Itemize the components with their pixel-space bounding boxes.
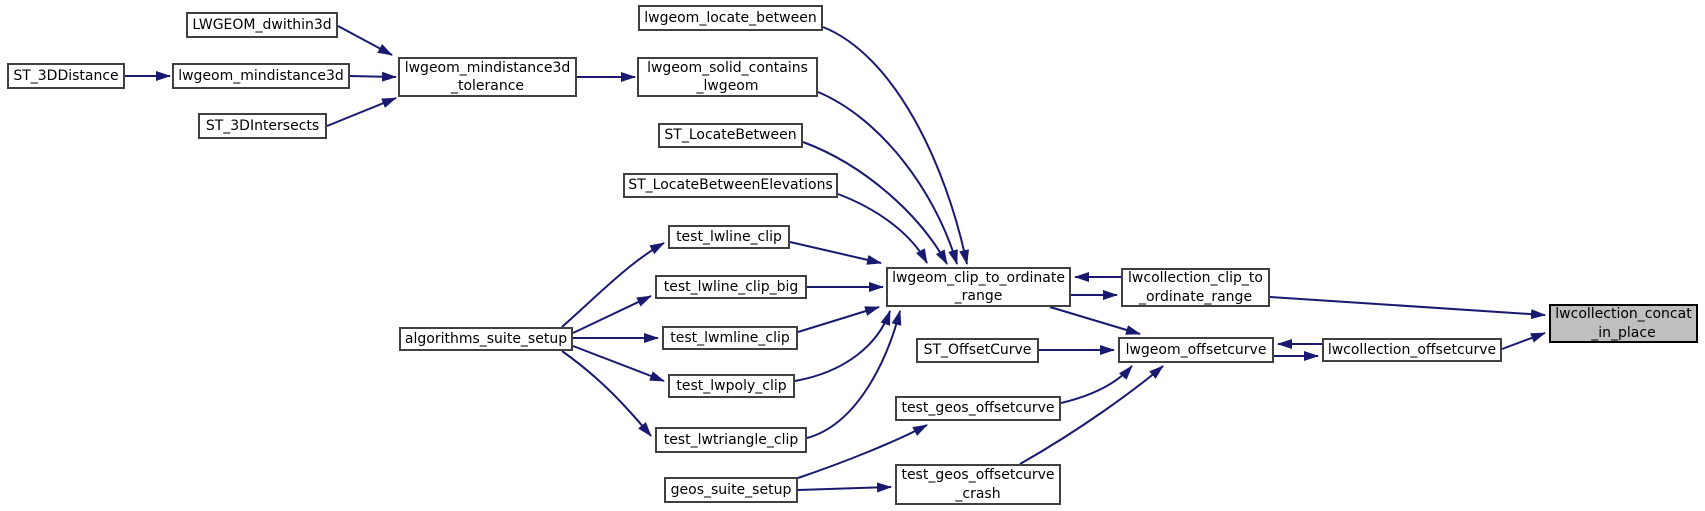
edge-geos-suite-to-test-geos-offsetcurve [797, 424, 928, 479]
node-st-3dintersects[interactable]: ST_3DIntersects [198, 113, 327, 139]
node-lwgeom-offsetcurve[interactable]: lwgeom_offsetcurve [1118, 337, 1274, 363]
edge-st-3dintersects-to-tolerance [326, 97, 397, 127]
node-test-lwpoly-clip[interactable]: test_lwpoly_clip [668, 374, 795, 398]
edge-test-lwpoly-clip-to-clip [794, 310, 891, 382]
node-test-lwline-clip-big[interactable]: test_lwline_clip_big [655, 275, 807, 299]
node-lwgeom-solid-contains-lwgeom[interactable]: lwgeom_solid_contains _lwgeom [637, 57, 818, 97]
node-st-3ddistance[interactable]: ST_3DDistance [7, 63, 125, 89]
edge-geos-suite-to-crash [797, 482, 892, 493]
edge-test-lwtriangle-clip-to-clip [806, 310, 902, 439]
node-lwgeom-dwithin3d[interactable]: LWGEOM_dwithin3d [186, 12, 338, 38]
edge-lwcollection-offsetcurve-to-concat [1501, 332, 1546, 350]
edge-algorithms-to-test-lwline-clip-big [572, 295, 652, 334]
edge-test-lwline-clip-to-clip [789, 241, 882, 265]
node-algorithms-suite-setup[interactable]: algorithms_suite_setup [399, 327, 573, 351]
edge-mindistance3d-to-tolerance [349, 71, 397, 82]
node-lwgeom-locate-between[interactable]: lwgeom_locate_between [638, 5, 823, 31]
edge-crash-to-lwgeom-offsetcurve [1019, 365, 1164, 465]
node-st-locatebetweenelevations[interactable]: ST_LocateBetweenElevations [623, 173, 838, 198]
edge-st-locatebetween-to-clip [802, 141, 948, 265]
edge-lwcollection-clip-to-concat [1269, 296, 1546, 320]
node-st-locatebetween[interactable]: ST_LocateBetween [658, 123, 803, 148]
edge-clip-to-lwgeom-offsetcurve [1049, 306, 1141, 335]
node-lwcollection-offsetcurve[interactable]: lwcollection_offsetcurve [1322, 338, 1502, 362]
node-st-offsetcurve[interactable]: ST_OffsetCurve [916, 338, 1039, 363]
node-lwgeom-clip-to-ordinate-range[interactable]: lwgeom_clip_to_ordinate _range [886, 267, 1071, 307]
edge-algorithms-to-test-lwline-clip [561, 242, 665, 328]
node-test-lwtriangle-clip[interactable]: test_lwtriangle_clip [655, 427, 807, 453]
node-lwcollection-clip-to-ordinate-range[interactable]: lwcollection_clip_to _ordinate_range [1121, 268, 1270, 307]
edge-algorithms-to-test-lwtriangle-clip [561, 350, 652, 437]
edge-lwgeom-dwithin3d-to-tolerance [337, 25, 393, 56]
edge-test-geos-offsetcurve-to-lwgeom-offsetcurve [1060, 365, 1133, 404]
node-lwgeom-mindistance3d[interactable]: lwgeom_mindistance3d [172, 63, 350, 89]
node-test-lwline-clip[interactable]: test_lwline_clip [668, 225, 790, 249]
node-geos-suite-setup[interactable]: geos_suite_setup [664, 477, 798, 503]
edge-test-lwmline-clip-to-clip [797, 306, 880, 333]
edge-solid-contains-to-clip [817, 91, 958, 265]
node-lwgeom-mindistance3d-tolerance[interactable]: lwgeom_mindistance3d _tolerance [398, 57, 577, 97]
edge-st-locatebetweenelevations-to-clip [837, 193, 928, 264]
node-test-geos-offsetcurve[interactable]: test_geos_offsetcurve [895, 396, 1061, 421]
node-test-geos-offsetcurve-crash[interactable]: test_geos_offsetcurve _crash [895, 464, 1061, 505]
edge-algorithms-to-test-lwpoly-clip [572, 345, 665, 382]
edge-locate-between-to-clip [822, 26, 969, 265]
node-test-lwmline-clip[interactable]: test_lwmline_clip [662, 326, 798, 350]
node-lwcollection-concat-in-place: lwcollection_concat _in_place [1549, 304, 1698, 343]
